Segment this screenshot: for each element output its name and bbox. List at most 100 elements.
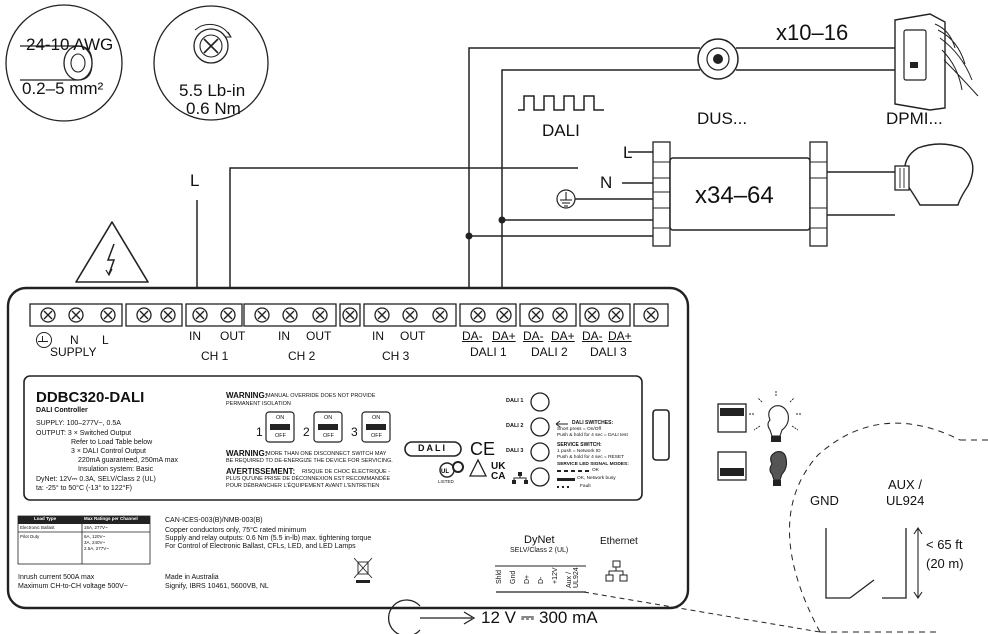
dali-1-led-label: DALI 1 [506,398,524,404]
terminal-screw-cross [555,310,565,320]
avertissement-text: RISQUE DE CHOC ÉLECTRIQUE - [302,469,391,475]
ch2-label: CH 2 [288,349,316,363]
terminal-l-label: L [102,333,109,347]
terminal-screw-cross [257,310,267,320]
terminal-screw-cross [163,310,173,320]
spec-dynet: DyNet: 12V⎓ 0.3A, SELV/Class 2 (UL) [36,476,156,483]
dali3-plus: DA+ [608,329,632,343]
terminal-screw-cross [499,310,509,320]
terminal-screw-cross [223,310,233,320]
switch-1-num: 1 [256,425,263,439]
terminal-screw-cross [473,310,483,320]
dali-logo [404,441,462,457]
dynet-pin-aux: Aux / UL924 [566,567,580,588]
ch1-label: CH 1 [201,349,229,363]
ul-listed: LISTED [438,479,454,484]
warning-1-title: WARNING: [226,391,268,400]
ethernet-label: Ethernet [600,536,638,547]
ethernet-icon [512,472,528,484]
override-switch-1 [265,411,295,443]
supply-earth-bar [38,341,48,342]
terminal-n-label: N [70,333,79,347]
lamp-count: x34–64 [695,182,774,209]
dynet-pin-shld: Shld [496,569,503,584]
dali3-label: DALI 3 [590,345,627,359]
ukca-mark-2: CA [491,471,506,482]
spec-output-5: Insulation system: Basic [78,466,154,473]
dali2-minus: DA- [523,329,544,343]
led-mode-fault: Fault [580,484,591,489]
led-pattern-bars [557,470,589,488]
avertissement-text2: PLUS QU'UNE PRISE DE DÉCONNEXION EST REC… [226,476,391,482]
ch2-in: IN [278,329,290,343]
terminal-screw-cross [139,310,149,320]
terminal-screw-cross [71,310,81,320]
lamp-on-indicator [717,390,802,442]
table-row-2-type: Pilot Duty [20,534,40,539]
spec-ta: ta: -25° to 50°C (-13° to 122°F) [36,485,133,492]
aux-distance-2: (20 m) [926,556,964,571]
ethernet-port-icon [605,560,628,582]
switch-2-off: OFF [323,433,334,439]
service-switch-line-1: 1 push = Network ID [557,449,601,454]
terminal-screw-cross [103,310,113,320]
dynet-subtitle: SELV/Class 2 (UL) [510,547,569,554]
certification-marks: UL [439,458,488,478]
ch2-out: OUT [306,329,332,343]
dali-3-led-label: DALI 3 [506,448,524,454]
earth-ground-icon [556,189,576,209]
ukca-mark-1: UK [491,461,506,472]
table-head-load: Load Type [34,516,57,521]
wire-gauge-icon [5,4,123,122]
torque-lbin: 5.5 Lb-in [179,81,246,100]
table-row-1-rating: 16A, 277V~ [84,525,108,530]
switch-1-on: ON [276,415,285,421]
aux-distance-1: < 65 ft [926,537,963,552]
terminal-screw-cross [531,310,541,320]
supply-earth-stem [42,336,43,341]
aux-label-2: UL924 [886,493,925,508]
load-table [17,515,151,565]
dus-sensor-icon [697,38,739,80]
switch-1-off: OFF [275,433,286,439]
avertissement-text3: POUR DÉBRANCHER L'ÉQUIPEMENT AVANT L'ENT… [226,483,380,489]
service-switch-title: SERVICE SWITCH: [557,442,602,448]
dynet-title: DyNet [524,534,555,546]
aux-label-1: AUX / [888,477,922,492]
ballast-l-label: L [623,143,633,162]
aux-gnd-label: GND [810,493,839,508]
dali-signal-icon [518,95,604,111]
spec-supply: SUPPLY: 100–277V~, 0.5A [36,420,121,427]
terminal-screw-cross [195,310,205,320]
inrush-current: Inrush current 500A max [18,574,95,581]
terminal-screw-cross [405,310,415,320]
ce-mark: CE [470,439,496,459]
dpmi-label: DPMI... [886,109,943,128]
dynet-pin-dminus: D- [538,576,545,584]
max-ch-voltage: Maximum CH-to-CH voltage 500V~ [18,583,128,590]
service-led-icon [530,467,550,487]
avertissement-title: AVERTISSEMENT: [226,467,296,476]
warning-1-text2: PERMANENT ISOLATION [226,401,291,407]
dali-1-led-icon [530,392,550,412]
ch1-out: OUT [220,329,246,343]
made-in: Made in Australia [165,574,219,581]
terminal-screw-cross [587,310,597,320]
switch-2-num: 2 [303,425,310,439]
terminal-screw-cross [611,310,621,320]
model-name: DDBC320-DALI [36,389,145,406]
torque-nm: 0.6 Nm [186,99,241,118]
wire-gauge-mm: 0.2–5 mm² [22,79,104,98]
control-note: For Control of Electronic Ballast, CFLs,… [165,543,356,550]
side-tab [652,409,670,461]
supply-earth-icon [36,332,52,348]
dali2-plus: DA+ [551,329,575,343]
power-output-label: 12 V ⎓ 300 mA [481,608,598,627]
dali1-label: DALI 1 [470,345,507,359]
terminal-screws [40,307,659,323]
ballast-n-label: N [600,173,613,192]
spec-output: OUTPUT: 3 × Switched Output [36,430,132,437]
service-switch-line-2: Push & hold for 4 sec = RESET [557,455,625,460]
dali3-minus: DA- [582,329,603,343]
table-row-1-type: Electronic Ballast [20,525,55,530]
